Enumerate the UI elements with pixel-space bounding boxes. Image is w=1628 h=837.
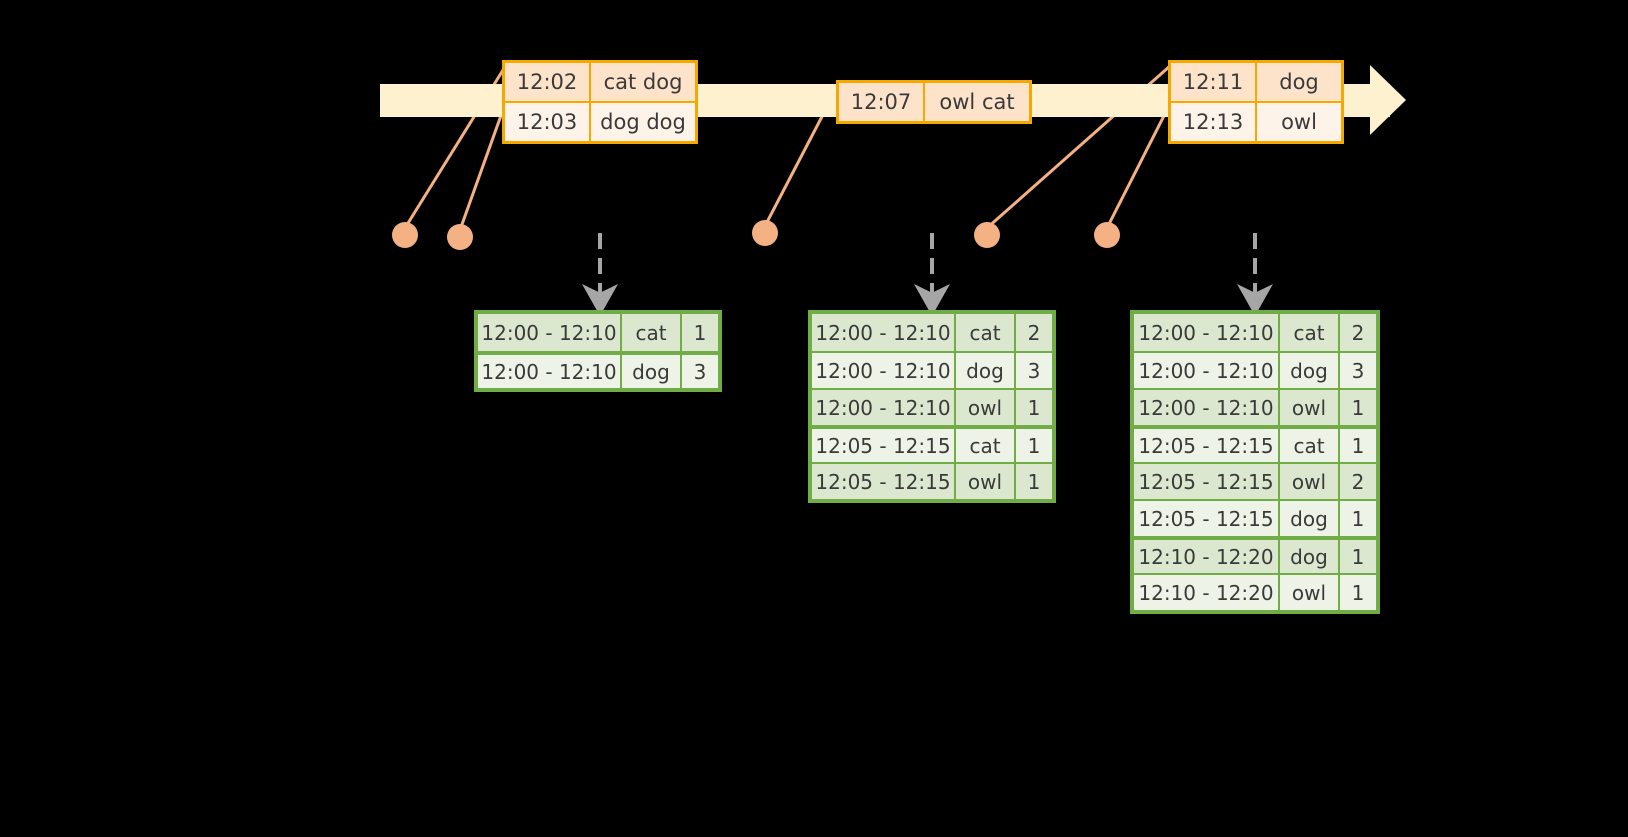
result-window: 12:00 - 12:10 bbox=[481, 359, 617, 384]
result-key: dog bbox=[620, 355, 680, 388]
event-time: 12:13 bbox=[1182, 110, 1244, 134]
connector-line-5 bbox=[1105, 99, 1174, 229]
result-count: 1 bbox=[1338, 429, 1376, 462]
result-window: 12:00 - 12:10 bbox=[815, 320, 951, 345]
result-key: cat bbox=[620, 314, 680, 351]
result-count: 1 bbox=[1014, 390, 1052, 425]
result-key: owl bbox=[1278, 464, 1338, 499]
result-window: 12:05 - 12:15 bbox=[1138, 469, 1274, 494]
result-count: 1 bbox=[1014, 464, 1052, 499]
result-count: 1 bbox=[1338, 575, 1376, 610]
result-count: 1 bbox=[1014, 429, 1052, 462]
event-row: 12:13 owl bbox=[1171, 101, 1341, 141]
result-window: 12:10 - 12:20 bbox=[1138, 580, 1274, 605]
result-count: 1 bbox=[680, 314, 718, 351]
source-dot-2 bbox=[447, 224, 473, 250]
result-count: 2 bbox=[1338, 464, 1376, 499]
result-window: 12:05 - 12:15 bbox=[1138, 506, 1274, 531]
result-count: 2 bbox=[1014, 314, 1052, 351]
result-count: 1 bbox=[1338, 390, 1376, 425]
result-window: 12:00 - 12:10 bbox=[481, 320, 617, 345]
result-count: 2 bbox=[1338, 314, 1376, 351]
dashed-arrows bbox=[582, 233, 1273, 316]
result-key: dog bbox=[1278, 353, 1338, 388]
result-count: 3 bbox=[680, 355, 718, 388]
result-count: 3 bbox=[1014, 353, 1052, 388]
result-key: dog bbox=[1278, 540, 1338, 573]
event-payload: owl bbox=[1255, 103, 1341, 141]
result-count: 1 bbox=[1338, 540, 1376, 573]
event-box-1[interactable]: 12:02 cat dog 12:03 dog dog bbox=[502, 60, 698, 144]
source-dot-4 bbox=[974, 222, 1000, 248]
result-window: 12:00 - 12:10 bbox=[815, 395, 951, 420]
event-payload: dog bbox=[1255, 63, 1341, 101]
result-window: 12:00 - 12:10 bbox=[1138, 395, 1274, 420]
result-key: dog bbox=[954, 353, 1014, 388]
result-key: owl bbox=[954, 464, 1014, 499]
source-dot-1 bbox=[392, 222, 418, 248]
result-key: owl bbox=[954, 390, 1014, 425]
event-time: 12:11 bbox=[1182, 70, 1244, 94]
result-count: 1 bbox=[1338, 501, 1376, 536]
event-payload: cat dog bbox=[589, 63, 695, 101]
result-key: owl bbox=[1278, 575, 1338, 610]
result-key: cat bbox=[1278, 314, 1338, 351]
event-time: 12:03 bbox=[516, 110, 578, 134]
result-key: cat bbox=[954, 429, 1014, 462]
event-payload: owl cat bbox=[923, 83, 1029, 121]
result-window: 12:05 - 12:15 bbox=[815, 433, 951, 458]
event-time: 12:07 bbox=[850, 90, 912, 114]
result-window: 12:00 - 12:10 bbox=[1138, 358, 1274, 383]
result-window: 12:10 - 12:20 bbox=[1138, 544, 1274, 569]
result-key: cat bbox=[954, 314, 1014, 351]
result-window: 12:05 - 12:15 bbox=[1138, 433, 1274, 458]
event-row: 12:02 cat dog bbox=[505, 63, 695, 101]
result-window: 12:00 - 12:10 bbox=[1138, 320, 1274, 345]
source-dot-5 bbox=[1094, 222, 1120, 248]
result-window: 12:00 - 12:10 bbox=[815, 358, 951, 383]
event-box-3[interactable]: 12:11 dog 12:13 owl bbox=[1168, 60, 1344, 144]
event-row: 12:03 dog dog bbox=[505, 101, 695, 141]
event-row: 12:07 owl cat bbox=[839, 83, 1029, 121]
result-key: cat bbox=[1278, 429, 1338, 462]
event-box-2[interactable]: 12:07 owl cat bbox=[836, 80, 1032, 124]
result-key: dog bbox=[1278, 501, 1338, 536]
event-row: 12:11 dog bbox=[1171, 63, 1341, 101]
result-key: owl bbox=[1278, 390, 1338, 425]
timeline-arrowhead-icon bbox=[1370, 65, 1406, 135]
event-time: 12:02 bbox=[516, 70, 578, 94]
result-window: 12:05 - 12:15 bbox=[815, 469, 951, 494]
result-count: 3 bbox=[1338, 353, 1376, 388]
source-dot-3 bbox=[752, 220, 778, 246]
event-payload: dog dog bbox=[589, 103, 695, 141]
